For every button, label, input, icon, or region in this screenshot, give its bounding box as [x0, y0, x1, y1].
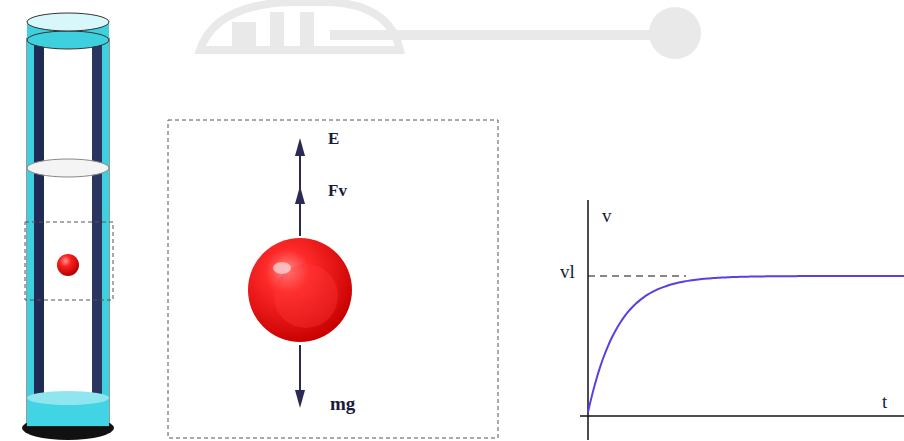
force-label: E	[328, 130, 339, 147]
axis-label: v	[602, 206, 612, 225]
force-label: Fv	[328, 182, 347, 199]
velocity-curve	[588, 276, 904, 412]
force-label: mg	[330, 394, 355, 413]
axis-label: t	[882, 392, 887, 411]
tube	[22, 13, 114, 440]
free-body-diagram	[168, 120, 498, 438]
axis-value: vl	[560, 262, 575, 281]
watermark	[200, 2, 701, 59]
velocity-graph	[580, 200, 904, 440]
